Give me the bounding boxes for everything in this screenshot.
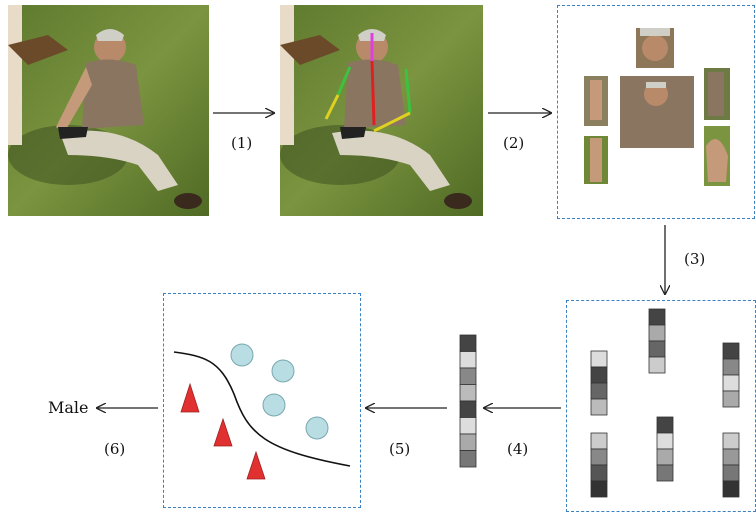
feature-cell: [590, 350, 608, 368]
feature-cell: [459, 417, 477, 435]
input-photo: [8, 5, 209, 216]
step-4-label: (4): [507, 440, 529, 458]
feature-cell: [459, 351, 477, 369]
feature-cell: [648, 308, 666, 326]
feature-cell: [648, 340, 666, 358]
class-circle: [271, 359, 295, 383]
feature-cell: [722, 390, 740, 408]
feature-bars-icon: [590, 308, 740, 498]
feature-cell: [590, 382, 608, 400]
feature-cell: [722, 358, 740, 376]
concatenated-feature-icon: [459, 334, 477, 468]
step-3-label: (3): [684, 250, 706, 268]
body-parts-box: [557, 5, 755, 219]
feature-cell: [656, 448, 674, 466]
feature-cell: [722, 432, 740, 450]
classifier-box: [163, 293, 361, 508]
class-circle: [230, 343, 254, 367]
feature-cell: [722, 480, 740, 498]
step-5-label: (5): [389, 440, 411, 458]
class-triangle: [213, 417, 233, 447]
feature-cell: [459, 334, 477, 352]
feature-vectors-box: [566, 300, 756, 512]
feature-cell: [459, 400, 477, 418]
feature-cell: [459, 450, 477, 468]
output-label: Male: [48, 398, 89, 417]
class-triangle: [246, 450, 266, 480]
feature-cell: [590, 480, 608, 498]
feature-cell: [590, 464, 608, 482]
feature-cell: [590, 366, 608, 384]
feature-cell: [656, 464, 674, 482]
feature-cell: [459, 433, 477, 451]
pose-photo: [280, 5, 483, 216]
feature-cell: [722, 342, 740, 360]
feature-cell: [722, 464, 740, 482]
step-2-label: (2): [503, 134, 525, 152]
feature-cell: [722, 374, 740, 392]
step-6-label: (6): [104, 440, 126, 458]
feature-cell: [459, 367, 477, 385]
body-part-crops-icon: [584, 28, 730, 186]
class-circle: [305, 416, 329, 440]
class-triangle: [180, 382, 200, 413]
feature-cell: [648, 356, 666, 374]
feature-cell: [656, 432, 674, 450]
feature-cell: [590, 432, 608, 450]
feature-cell: [459, 384, 477, 402]
feature-cell: [590, 448, 608, 466]
step-1-label: (1): [231, 134, 253, 152]
feature-cell: [590, 398, 608, 416]
decision-boundary-icon: [173, 343, 351, 480]
feature-cell: [648, 324, 666, 342]
feature-cell: [656, 416, 674, 434]
class-circle: [262, 393, 286, 417]
feature-cell: [722, 448, 740, 466]
